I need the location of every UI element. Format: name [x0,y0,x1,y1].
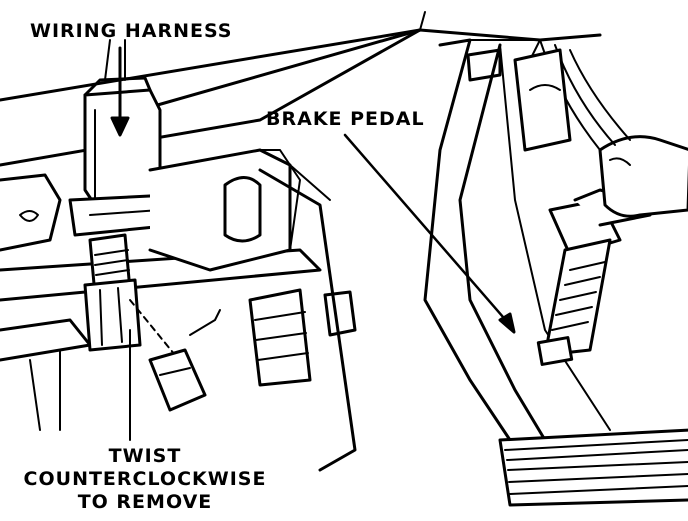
switch-retainer-clip [148,348,207,412]
switch-body-lower [83,278,142,352]
right-switch-tip [536,336,574,366]
left-bracket-detail [19,210,39,222]
switch-bracket-slot [223,176,262,243]
bracket-arm [189,309,221,336]
harness-wire-bundle [104,39,126,81]
brake-pedal-leader [343,133,512,327]
pivot-bolt-head [323,290,357,337]
switch-body-groove [99,287,123,346]
pedal-lever-rear [499,44,611,431]
hand-outline [598,135,688,218]
right-switch-plunger [543,238,612,357]
wiring-harness-label: WIRING HARNESS [30,20,233,42]
left-lower-rail [0,248,322,302]
pedal-support-arm [258,168,357,472]
left-bracket-plate [0,173,62,252]
right-panel-bracket [513,48,572,152]
twist-line-2: COUNTERCLOCKWISE [23,468,267,490]
switch-bracket [148,148,292,272]
brake-pedal-label: BRAKE PEDAL [266,108,425,130]
brake-pedal-pad [498,428,688,507]
twist-line-1: TWIST [108,445,182,467]
twist-instruction-label: TWIST COUNTERCLOCKWISE TO REMOVE [0,447,290,516]
dash-panel-top-edge [0,28,422,102]
pedal-slot [466,48,502,82]
panel-rear-edge [419,11,426,31]
twist-line-3: TO REMOVE [77,491,213,513]
right-panel-bracket-detail [529,84,561,91]
twist-arrow-hint [129,299,176,356]
harness-clip-detail [89,209,161,216]
brake-pedal-arrowhead [498,312,516,334]
wiring-harness-arrowhead [110,116,130,137]
panel-top-line [138,28,602,112]
pivot-bolt-rings [254,311,309,361]
switch-retainer-detail [159,367,191,376]
right-switch-threads [551,261,606,331]
brake-pedal-pad-ribs [504,439,688,495]
dash-panel-inner-edge [0,28,422,167]
left-lower-rail-2 [0,318,92,362]
pedal-support-arm-inner [289,164,331,201]
left-vertical [29,359,41,431]
harness-connector-body [83,88,162,207]
hand-finger [609,157,631,166]
harness-connector-top [83,76,152,97]
switch-stem-threads [94,249,130,276]
